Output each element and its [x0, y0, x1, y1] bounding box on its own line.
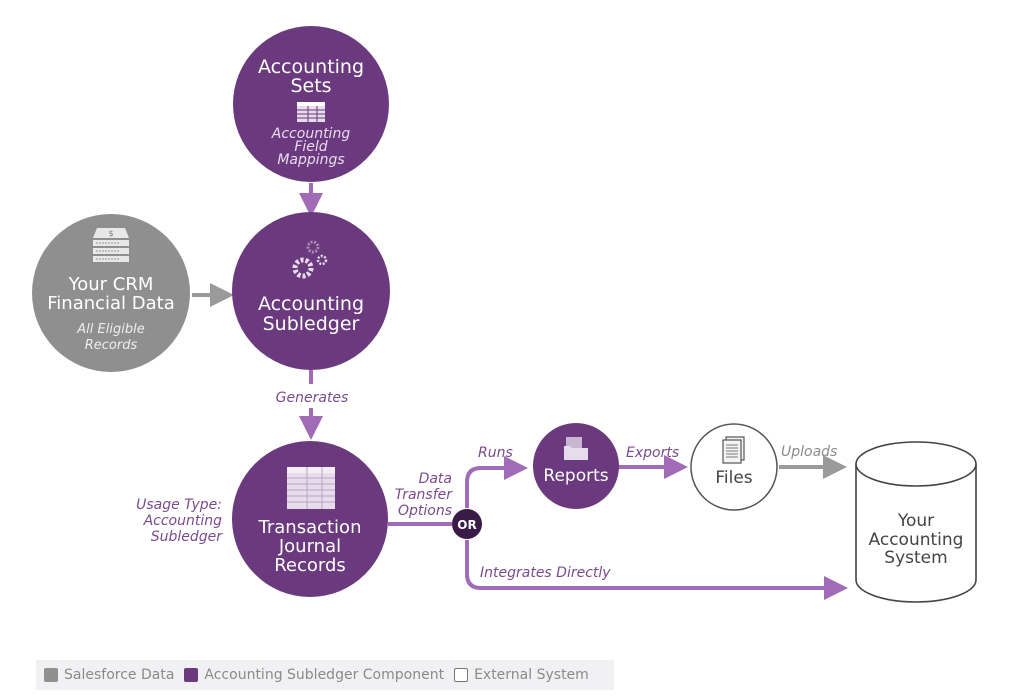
arrows [192, 183, 848, 600]
gears-icon [292, 240, 328, 279]
accounting-system-title-2: Accounting [869, 530, 964, 550]
accounting-sets-title-2: Sets [290, 75, 331, 97]
accounting-sets-sub-3: Mappings [277, 152, 344, 168]
node-accounting-sets: Accounting Sets Accounting Field Mapping… [233, 26, 389, 182]
legend: Salesforce Data Accounting Subledger Com… [36, 660, 614, 690]
label-data-transfer-options: Data Transfer Options [395, 471, 454, 519]
node-files: Files [690, 423, 778, 511]
white-swatch-icon [454, 668, 469, 682]
table-icon [287, 467, 335, 509]
svg-text:Subledger: Subledger [151, 529, 224, 545]
accounting-system-title-1: Your [897, 511, 934, 531]
svg-text:Data: Data [419, 471, 452, 487]
crm-title-1: Your CRM [68, 274, 154, 295]
journal-title-3: Records [274, 555, 346, 576]
legend-item-salesforce-data: Salesforce Data [44, 667, 174, 683]
legend-item-accounting-subledger-component: Accounting Subledger Component [184, 667, 444, 683]
database-dollar-icon: $ [93, 228, 129, 262]
journal-title-2: Journal [278, 536, 341, 557]
crm-sub-2: Records [85, 338, 138, 353]
node-accounting-subledger: Accounting Subledger [232, 212, 390, 370]
svg-text:OR: OR [457, 518, 476, 532]
crm-title-2: Financial Data [47, 293, 175, 314]
legend-item-external-system: External System [454, 667, 589, 683]
arrow-or-to-accounting-system [465, 540, 848, 600]
label-runs: Runs [478, 445, 513, 461]
accounting-system-title-3: System [884, 548, 947, 568]
node-transaction-journal-records: Transaction Journal Records [232, 441, 388, 597]
label-exports: Exports [626, 445, 679, 461]
node-crm-financial-data: $ Your CRM Financial Data All Eligible R… [32, 214, 190, 372]
label-usage-type: Usage Type: Accounting Subledger [136, 497, 223, 545]
document-icon [722, 436, 745, 464]
gray-swatch-icon [44, 668, 58, 682]
svg-text:Options: Options [398, 503, 452, 519]
label-integrates-directly: Integrates Directly [480, 565, 611, 581]
node-reports: Reports [533, 423, 619, 509]
folder-icon [564, 437, 588, 460]
label-generates: Generates [276, 390, 349, 406]
files-title: Files [715, 468, 752, 488]
purple-swatch-icon [184, 668, 199, 682]
svg-text:Transfer: Transfer [395, 487, 454, 503]
label-uploads: Uploads [781, 444, 837, 460]
reports-title: Reports [543, 466, 608, 486]
accounting-sets-sub-2: Field [294, 139, 327, 155]
node-your-accounting-system: Your Accounting System [855, 441, 977, 603]
subledger-title-2: Subledger [263, 313, 360, 335]
svg-text:Accounting: Accounting [143, 513, 223, 529]
journal-title-1: Transaction [258, 517, 362, 538]
arrow-or-to-reports [465, 456, 528, 508]
table-icon [297, 102, 325, 122]
subledger-title-1: Accounting [258, 293, 364, 315]
crm-sub-1: All Eligible [76, 322, 144, 337]
accounting-sets-sub-1: Accounting [271, 126, 351, 142]
accounting-sets-title-1: Accounting [258, 56, 364, 78]
or-badge: OR [452, 509, 482, 539]
svg-text:Usage Type:: Usage Type: [136, 497, 222, 513]
svg-text:$: $ [108, 229, 113, 238]
